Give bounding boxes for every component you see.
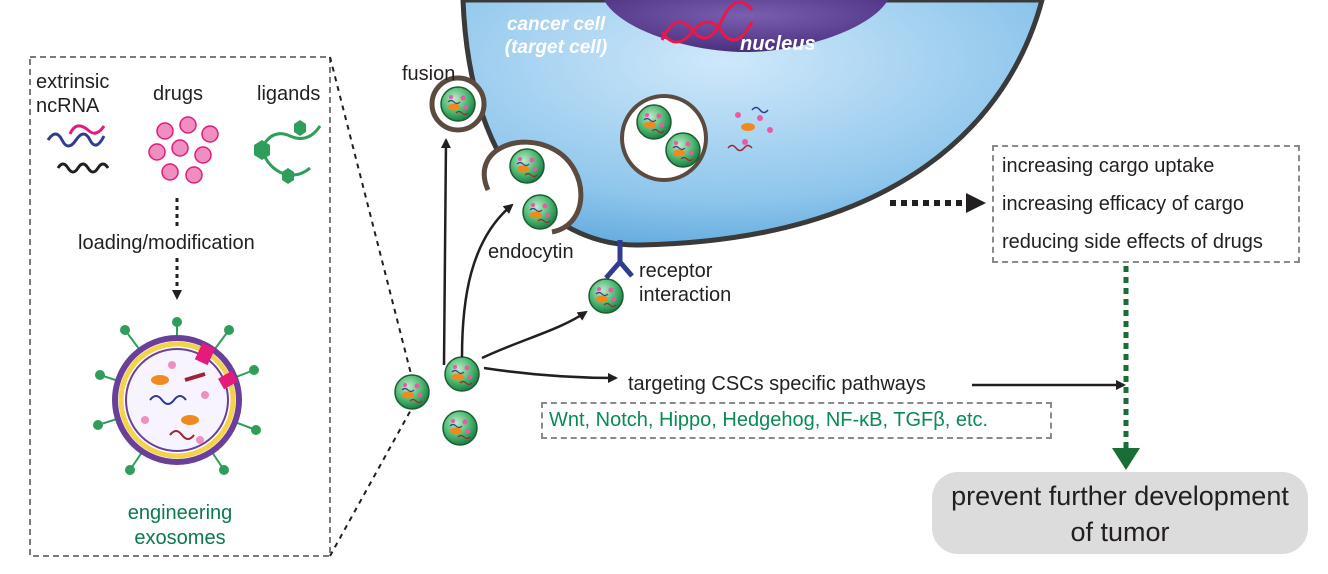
outcome-item: increasing cargo uptake bbox=[1002, 155, 1215, 177]
fusion-arrow bbox=[440, 138, 451, 366]
receptor-arrow bbox=[481, 310, 588, 360]
result-box: prevent further development of tumor bbox=[932, 472, 1308, 554]
endosome-exosome-1 bbox=[636, 104, 672, 140]
endocytosed-exosome-2 bbox=[522, 194, 558, 230]
fused-exosome bbox=[440, 86, 476, 122]
endocytosis-label: endocytin bbox=[488, 241, 574, 263]
engineering-exosomes-label: engineering exosomes bbox=[127, 502, 233, 549]
cargo-panel-frame bbox=[29, 56, 331, 557]
drugs-icon bbox=[148, 116, 219, 184]
receptor-icon bbox=[604, 240, 634, 280]
receptor-interaction-label: receptor interaction bbox=[639, 260, 732, 306]
fusion-label: fusion bbox=[402, 63, 456, 85]
dna-helix-icon bbox=[660, 0, 754, 44]
outcomes-box: increasing cargo uptake increasing effic… bbox=[992, 145, 1300, 263]
cargo-label-ncrna: extrinsic ncRNA bbox=[36, 71, 110, 117]
zoom-line-bottom bbox=[329, 407, 413, 557]
endocytosed-exosome-1 bbox=[509, 148, 545, 184]
free-exosome-2 bbox=[444, 356, 480, 392]
pathways-label: targeting CSCs specific pathways bbox=[628, 373, 926, 395]
cancer-cell-label: cancer cell (target cell) bbox=[504, 14, 608, 58]
zoom-line-top bbox=[329, 56, 413, 379]
free-exosome-3 bbox=[442, 410, 478, 446]
cargo-label-ligands: ligands bbox=[257, 83, 321, 105]
cargo-label-drugs: drugs bbox=[153, 83, 204, 105]
cell-to-outcome-arrowhead bbox=[966, 193, 986, 213]
outcome-to-result-arrowhead bbox=[1112, 448, 1140, 470]
nucleus-shape bbox=[604, 0, 888, 52]
engineered-exosome-icon bbox=[93, 317, 261, 475]
loading-modification-label: loading/modification bbox=[78, 232, 255, 254]
released-cargo-icon bbox=[727, 106, 773, 152]
ncrna-icon bbox=[46, 124, 110, 174]
nucleus-label: nucleus bbox=[740, 33, 816, 55]
free-exosome-1 bbox=[394, 374, 430, 410]
outcome-item: reducing side effects of drugs bbox=[1002, 231, 1263, 253]
pathway-arrow bbox=[483, 366, 618, 383]
ligands-icon bbox=[254, 120, 322, 184]
endocytosis-arrow bbox=[460, 203, 514, 358]
pathway-list-box: Wnt, Notch, Hippo, Hedgehog, NF-κB, TGFβ… bbox=[541, 402, 1052, 439]
receptor-bound-exosome bbox=[588, 278, 624, 314]
pathway-list: Wnt, Notch, Hippo, Hedgehog, NF-κB, TGFβ… bbox=[549, 409, 989, 431]
outcome-item: increasing efficacy of cargo bbox=[1002, 193, 1244, 215]
endosome-exosome-2 bbox=[665, 132, 701, 168]
